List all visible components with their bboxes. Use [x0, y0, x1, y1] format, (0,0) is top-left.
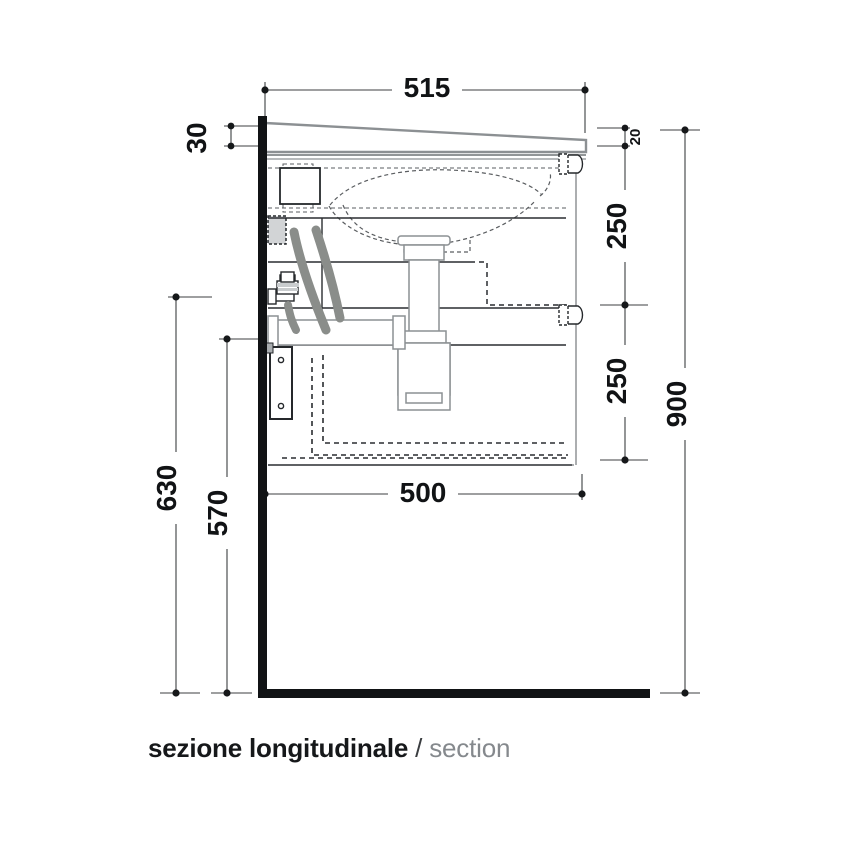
- dot-515-right: [581, 86, 589, 94]
- dim-30-text: 30: [181, 122, 212, 153]
- waste-pipe-trap-nut: [392, 315, 406, 350]
- valve-knurl-2: [278, 288, 298, 291]
- lower-drawer-outline: [322, 355, 566, 444]
- dim-570-bg: [210, 477, 244, 549]
- dot-500-right: [578, 490, 586, 498]
- dim-20-bg: [630, 118, 650, 152]
- dim-570-text: 570: [202, 490, 233, 537]
- dot-900-bot: [681, 689, 689, 697]
- dot-570-bot: [223, 689, 231, 697]
- upper-drawer: [470, 261, 566, 306]
- valve-knurl-1: [277, 283, 299, 287]
- dot-630-top: [172, 293, 180, 301]
- upper-handle: [565, 154, 584, 174]
- dot-20-top: [621, 124, 629, 132]
- dim-30-bg: [189, 112, 223, 164]
- dim-515-bg: [392, 72, 462, 106]
- dot-900-top: [681, 126, 689, 134]
- dim-515-text: 515: [404, 72, 451, 103]
- dim-250l-bg: [609, 345, 643, 417]
- valve-wall-connector: [267, 288, 277, 305]
- dim-250-lower-text: 250: [601, 358, 632, 405]
- wall: [258, 116, 267, 698]
- dot-250-mid: [621, 301, 629, 309]
- valve-knob-base: [276, 280, 299, 295]
- supply-hose-left: [289, 227, 331, 335]
- basin-drain-step-r: [443, 240, 471, 253]
- supply-hose-right: [311, 225, 345, 323]
- bracket-screw-bottom: [277, 402, 285, 410]
- dot-30-top: [227, 122, 235, 130]
- upper-handle-plate: [558, 153, 569, 175]
- wall-fitting-block: [267, 215, 287, 245]
- dim-500-bg: [388, 477, 458, 511]
- dim-20-text: 20: [627, 129, 644, 146]
- caption-bold: sezione longitudinale: [148, 733, 409, 763]
- dot-20-bot: [621, 142, 629, 150]
- trap-bottom-nut: [405, 392, 443, 404]
- drain-collar: [403, 244, 445, 261]
- basin-rim-upper: [329, 169, 543, 206]
- drain-assembly: [397, 235, 451, 411]
- bracket-screw-top: [277, 356, 285, 364]
- upper-drawer-outline: [470, 261, 566, 306]
- dim-500-text: 500: [400, 477, 447, 508]
- drain-flange: [397, 235, 451, 246]
- dot-570-top: [223, 335, 231, 343]
- floor: [258, 689, 650, 698]
- dot-630-bot: [172, 689, 180, 697]
- dim-250u-bg: [609, 190, 643, 262]
- dot-515-left: [261, 86, 269, 94]
- dot-250-bot: [621, 456, 629, 464]
- handle-details: [558, 153, 584, 326]
- dim-900-bg: [669, 368, 703, 440]
- supply-hoses: [284, 225, 345, 335]
- drain-tailpiece: [408, 259, 440, 334]
- dim-630-bg: [159, 452, 193, 524]
- dot-30-bot: [227, 142, 235, 150]
- hidden-box-outline: [282, 163, 314, 213]
- basin-back-edge: [539, 171, 552, 197]
- dim-630-text: 630: [151, 465, 182, 512]
- angle-valve: [267, 271, 299, 305]
- wall-bracket: [265, 342, 293, 420]
- dim-250-upper-text: 250: [601, 203, 632, 250]
- bracket-wall-tab: [265, 342, 274, 354]
- basin-bowl-inner: [342, 204, 405, 243]
- junction-box: [279, 167, 321, 205]
- lower-handle: [565, 305, 584, 325]
- supply-hose-valve-tail: [284, 301, 300, 334]
- wall-and-floor: [258, 116, 650, 698]
- drawing-caption: sezione longitudinale / section: [148, 733, 510, 764]
- dimension-labels: 515 30 20 250 250 900 500 630 570: [151, 72, 703, 549]
- lower-drawer: [282, 355, 568, 459]
- caption-light: section: [429, 733, 511, 763]
- valve-handle-top: [280, 271, 295, 283]
- countertop-slab: [263, 121, 588, 160]
- lower-handle-plate: [558, 304, 569, 326]
- dim-900-text: 900: [661, 381, 692, 428]
- caption-separator: /: [408, 733, 430, 763]
